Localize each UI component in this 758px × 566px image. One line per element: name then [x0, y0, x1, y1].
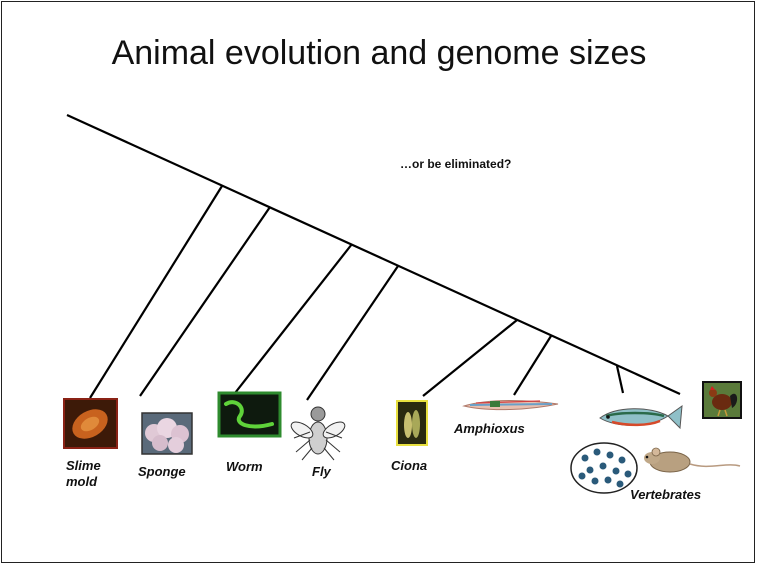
label-ciona: Ciona — [391, 458, 427, 474]
label-amphioxus: Amphioxus — [454, 421, 525, 437]
slime-mold-picture — [64, 399, 117, 448]
label-slime-mold: Slime mold — [66, 458, 116, 490]
sponge-picture — [142, 413, 192, 454]
branch-worm — [235, 244, 352, 393]
label-sponge: Sponge — [138, 464, 186, 480]
branch-amphioxus — [514, 336, 551, 395]
branch-vertebrates — [617, 366, 623, 393]
label-fly: Fly — [312, 464, 331, 480]
fly-picture — [289, 407, 348, 460]
tree-trunk — [67, 115, 680, 394]
mouse-picture — [644, 448, 740, 472]
genome-cluster-picture — [571, 443, 637, 493]
label-vertebrates: Vertebrates — [630, 487, 701, 503]
branch-sponge — [140, 207, 270, 396]
ciona-picture — [397, 401, 427, 445]
fish-picture — [600, 406, 682, 428]
amphioxus-picture — [464, 401, 558, 410]
label-worm: Worm — [226, 459, 263, 475]
branch-slime-mold — [90, 186, 222, 398]
branch-ciona — [423, 320, 517, 396]
branch-fly — [307, 266, 398, 400]
worm-picture — [219, 393, 280, 436]
chicken-picture — [703, 382, 741, 418]
